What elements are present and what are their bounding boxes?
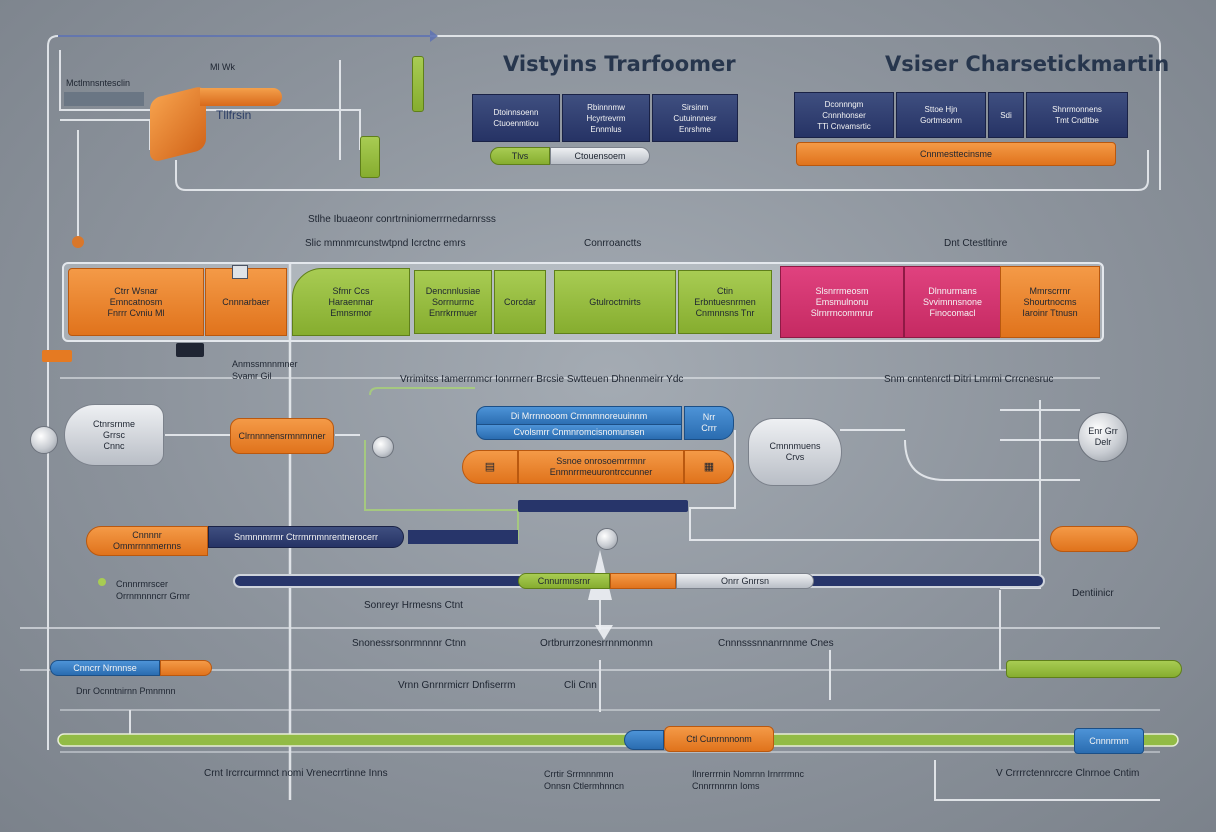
- bottom-bar-badge[interactable]: Ctl Cunrnnnonm: [664, 726, 774, 752]
- caption-mid-d: Dnt Ctestltinre: [944, 238, 1008, 249]
- chip-icon: [412, 56, 424, 112]
- row1-green-right[interactable]: Ctin Erbntuesnrmen Cnmnnsns Tnr: [678, 270, 772, 334]
- row1-orange-left-1[interactable]: Ctrr Wsnar Emncatnosm Fnrrr Cvniu Ml: [68, 268, 204, 336]
- mid-navy-link: [408, 530, 518, 544]
- row1-green-4[interactable]: Gtulroctrnirts: [554, 270, 676, 334]
- right-title: Vsiser Charsetickmartin: [885, 52, 1170, 76]
- bottom-caption-b: Crrtir Srrmnnmnn Onnsn Ctlermhnncn: [544, 769, 625, 791]
- top-right-box-1[interactable]: Dconnngm Cnnnhonser TTi Cnvamsrtic: [794, 92, 894, 138]
- mid-navy-long[interactable]: Snmnnmrmr Ctrrmrnmnrentnerocerr: [208, 526, 404, 548]
- caption-mid-c: Conrroanctts: [584, 238, 642, 249]
- caption-lower-h: Cli Cnn: [564, 680, 597, 691]
- bottom-caption-c: Ilnrerrrnin Nomrnn Irnrrrmnc Cnnrrnnrnn …: [692, 769, 805, 791]
- caption-mid-a: Stlhe Ibuaeonr conrtrniniomerrrnedarnrss…: [308, 214, 496, 225]
- top-center-green-pill[interactable]: Tlvs: [490, 147, 550, 165]
- top-right-box-2[interactable]: Sttoe Hjn Gortmsonm: [896, 92, 986, 138]
- orange-node: [72, 236, 84, 248]
- center-blue-sub[interactable]: Cvolsmrr Cnmnromcisnomunsen: [476, 424, 682, 440]
- caption-row1-b: Vrrimitss Iamerrnmcr Ionrrnerr Brcsie Sw…: [400, 374, 684, 385]
- caption-mid-b: Slic mmnmrcunstwtpnd Icrctnc emrs: [305, 238, 466, 249]
- caption-row1-a: Anmssmnnmner Svamr Gil: [232, 359, 298, 381]
- top-left-label-a: Ml Wk: [210, 62, 235, 72]
- mid-bar-orange: [610, 573, 676, 589]
- center-lens-right[interactable]: Cmnnmuens Crvs: [748, 418, 842, 486]
- center-node-icon: [596, 528, 618, 550]
- center-orange-right-cap[interactable]: ▦: [684, 450, 734, 484]
- top-right-box-3[interactable]: Sdi: [988, 92, 1024, 138]
- bottom-right-green[interactable]: [1006, 660, 1182, 678]
- bottom-left-caption: Dnr Ocnntnirnn Pmnmnn: [76, 686, 176, 696]
- bottom-bar-blue-cap: [624, 730, 664, 750]
- center-disc[interactable]: Enr Grr Delr: [1078, 412, 1128, 462]
- disc-icon: [372, 436, 394, 458]
- row1-pink-mid[interactable]: Dlnnurmans Svvimnnsnone Finocomacl: [904, 266, 1000, 338]
- orange-tag: [42, 350, 72, 362]
- bottom-caption-d: V Crrrrctennrccre Clnrnoe Cntim: [996, 768, 1140, 779]
- center-blue-right[interactable]: Nrr Crrr: [684, 406, 734, 440]
- center-blue-main[interactable]: Di Mrrnnooom Crmnmnoreuuinnm: [476, 406, 682, 426]
- top-right-orange-bar[interactable]: Cnnmesttecinsme: [796, 142, 1116, 166]
- row1-pink[interactable]: Slsnrrmeosm Emsmulnonu Slrnrrncommrur: [780, 266, 904, 338]
- caption-lower-e: Ortbrurrzonesrrnnmonmn: [540, 638, 653, 649]
- bottom-caption-a: Crnt Ircrrcurmnct nomi Vrenecrrtinne Inn…: [204, 768, 388, 779]
- mid-bar-green[interactable]: Cnnurmnsrnr: [518, 573, 610, 589]
- top-center-silver-pill[interactable]: Ctouensoem: [550, 147, 650, 165]
- caption-lower-b: Sonreyr Hrmesns Ctnt: [364, 600, 463, 611]
- top-center-box-3[interactable]: Sirsinm Cutuinnnesr Enrshme: [652, 94, 738, 142]
- shield-icon: [232, 265, 248, 279]
- bottom-left-orange: [160, 660, 212, 676]
- bottom-right-box[interactable]: Cnnnrmm: [1074, 728, 1144, 754]
- caption-lower-c: Dentiinicr: [1072, 588, 1114, 599]
- caption-row1-c: Snm cnntenrctl Ditri Lmrmi Crrcnesruc: [884, 374, 1054, 385]
- lens-icon: [30, 426, 58, 454]
- top-left-label-b: Mctlmnsntesclin: [66, 78, 131, 88]
- center-orange-left-cap[interactable]: ▤: [462, 450, 518, 484]
- top-right-box-4[interactable]: Shnrmonnens Tmt Cndltbe: [1026, 92, 1128, 138]
- mid-bar-silver[interactable]: Onrr Gnrrsn: [676, 573, 814, 589]
- mid-orange-right[interactable]: [1050, 526, 1138, 552]
- center-orange-pill[interactable]: Clrnnnnensrmnmnner: [230, 418, 334, 454]
- caption-lower-f: Cnnnsssnnanrnnme Cnes: [718, 638, 834, 649]
- top-center-box-1[interactable]: Dtoinnsoenn Ctuoenmtiou: [472, 94, 560, 142]
- green-dot: [98, 578, 106, 586]
- row1-orange-left-2[interactable]: Cnnnarbaer: [205, 268, 287, 336]
- grid-icon: ▦: [703, 461, 715, 473]
- left-title: Vistyins Trarfoomer: [503, 52, 736, 76]
- caption-lower-g: Vrnn Gnrnrmicrr Dnfiserrm: [398, 680, 516, 691]
- orange-arrow-tab: [200, 88, 282, 106]
- caption-lower-d: Snonessrsonrmnnnr Ctnn: [352, 638, 466, 649]
- bottom-left-blue[interactable]: Cnncrr Nrnnnse: [50, 660, 160, 676]
- row1-green-3[interactable]: Corcdar: [494, 270, 546, 334]
- top-left-chip-label: Tllfrsin: [216, 108, 252, 122]
- mid-orange-left[interactable]: Cnnnnr Ommrrnnmernns: [86, 526, 208, 556]
- row1-green-1[interactable]: Sfmr Ccs Haraenmar Emnsrmor: [292, 268, 410, 336]
- center-orange-main[interactable]: Ssnoe onrosoemrrmnr Enmnrrmeuurontrccunn…: [518, 450, 684, 484]
- top-left-shelf: [64, 92, 144, 106]
- row1-orange-right[interactable]: Mmrscrrnr Shourtnocms Iaroinr Ttnusn: [1000, 266, 1100, 338]
- top-center-box-2[interactable]: Rbinnnmw Hcyrtrevrm Ennmlus: [562, 94, 650, 142]
- center-lens-left[interactable]: Ctnrsrnme Grrsc Cnnc: [64, 404, 164, 466]
- caption-lower-a: Cnnnrmrscer Orrnmnnncrr Grmr: [116, 579, 190, 601]
- dark-tag: [176, 343, 204, 357]
- row1-green-2[interactable]: Dencnnlusiae Sorrnurmc Enrrkrrmuer: [414, 270, 492, 334]
- plug-icon: [360, 136, 380, 178]
- arrow-icon: ▤: [484, 461, 496, 473]
